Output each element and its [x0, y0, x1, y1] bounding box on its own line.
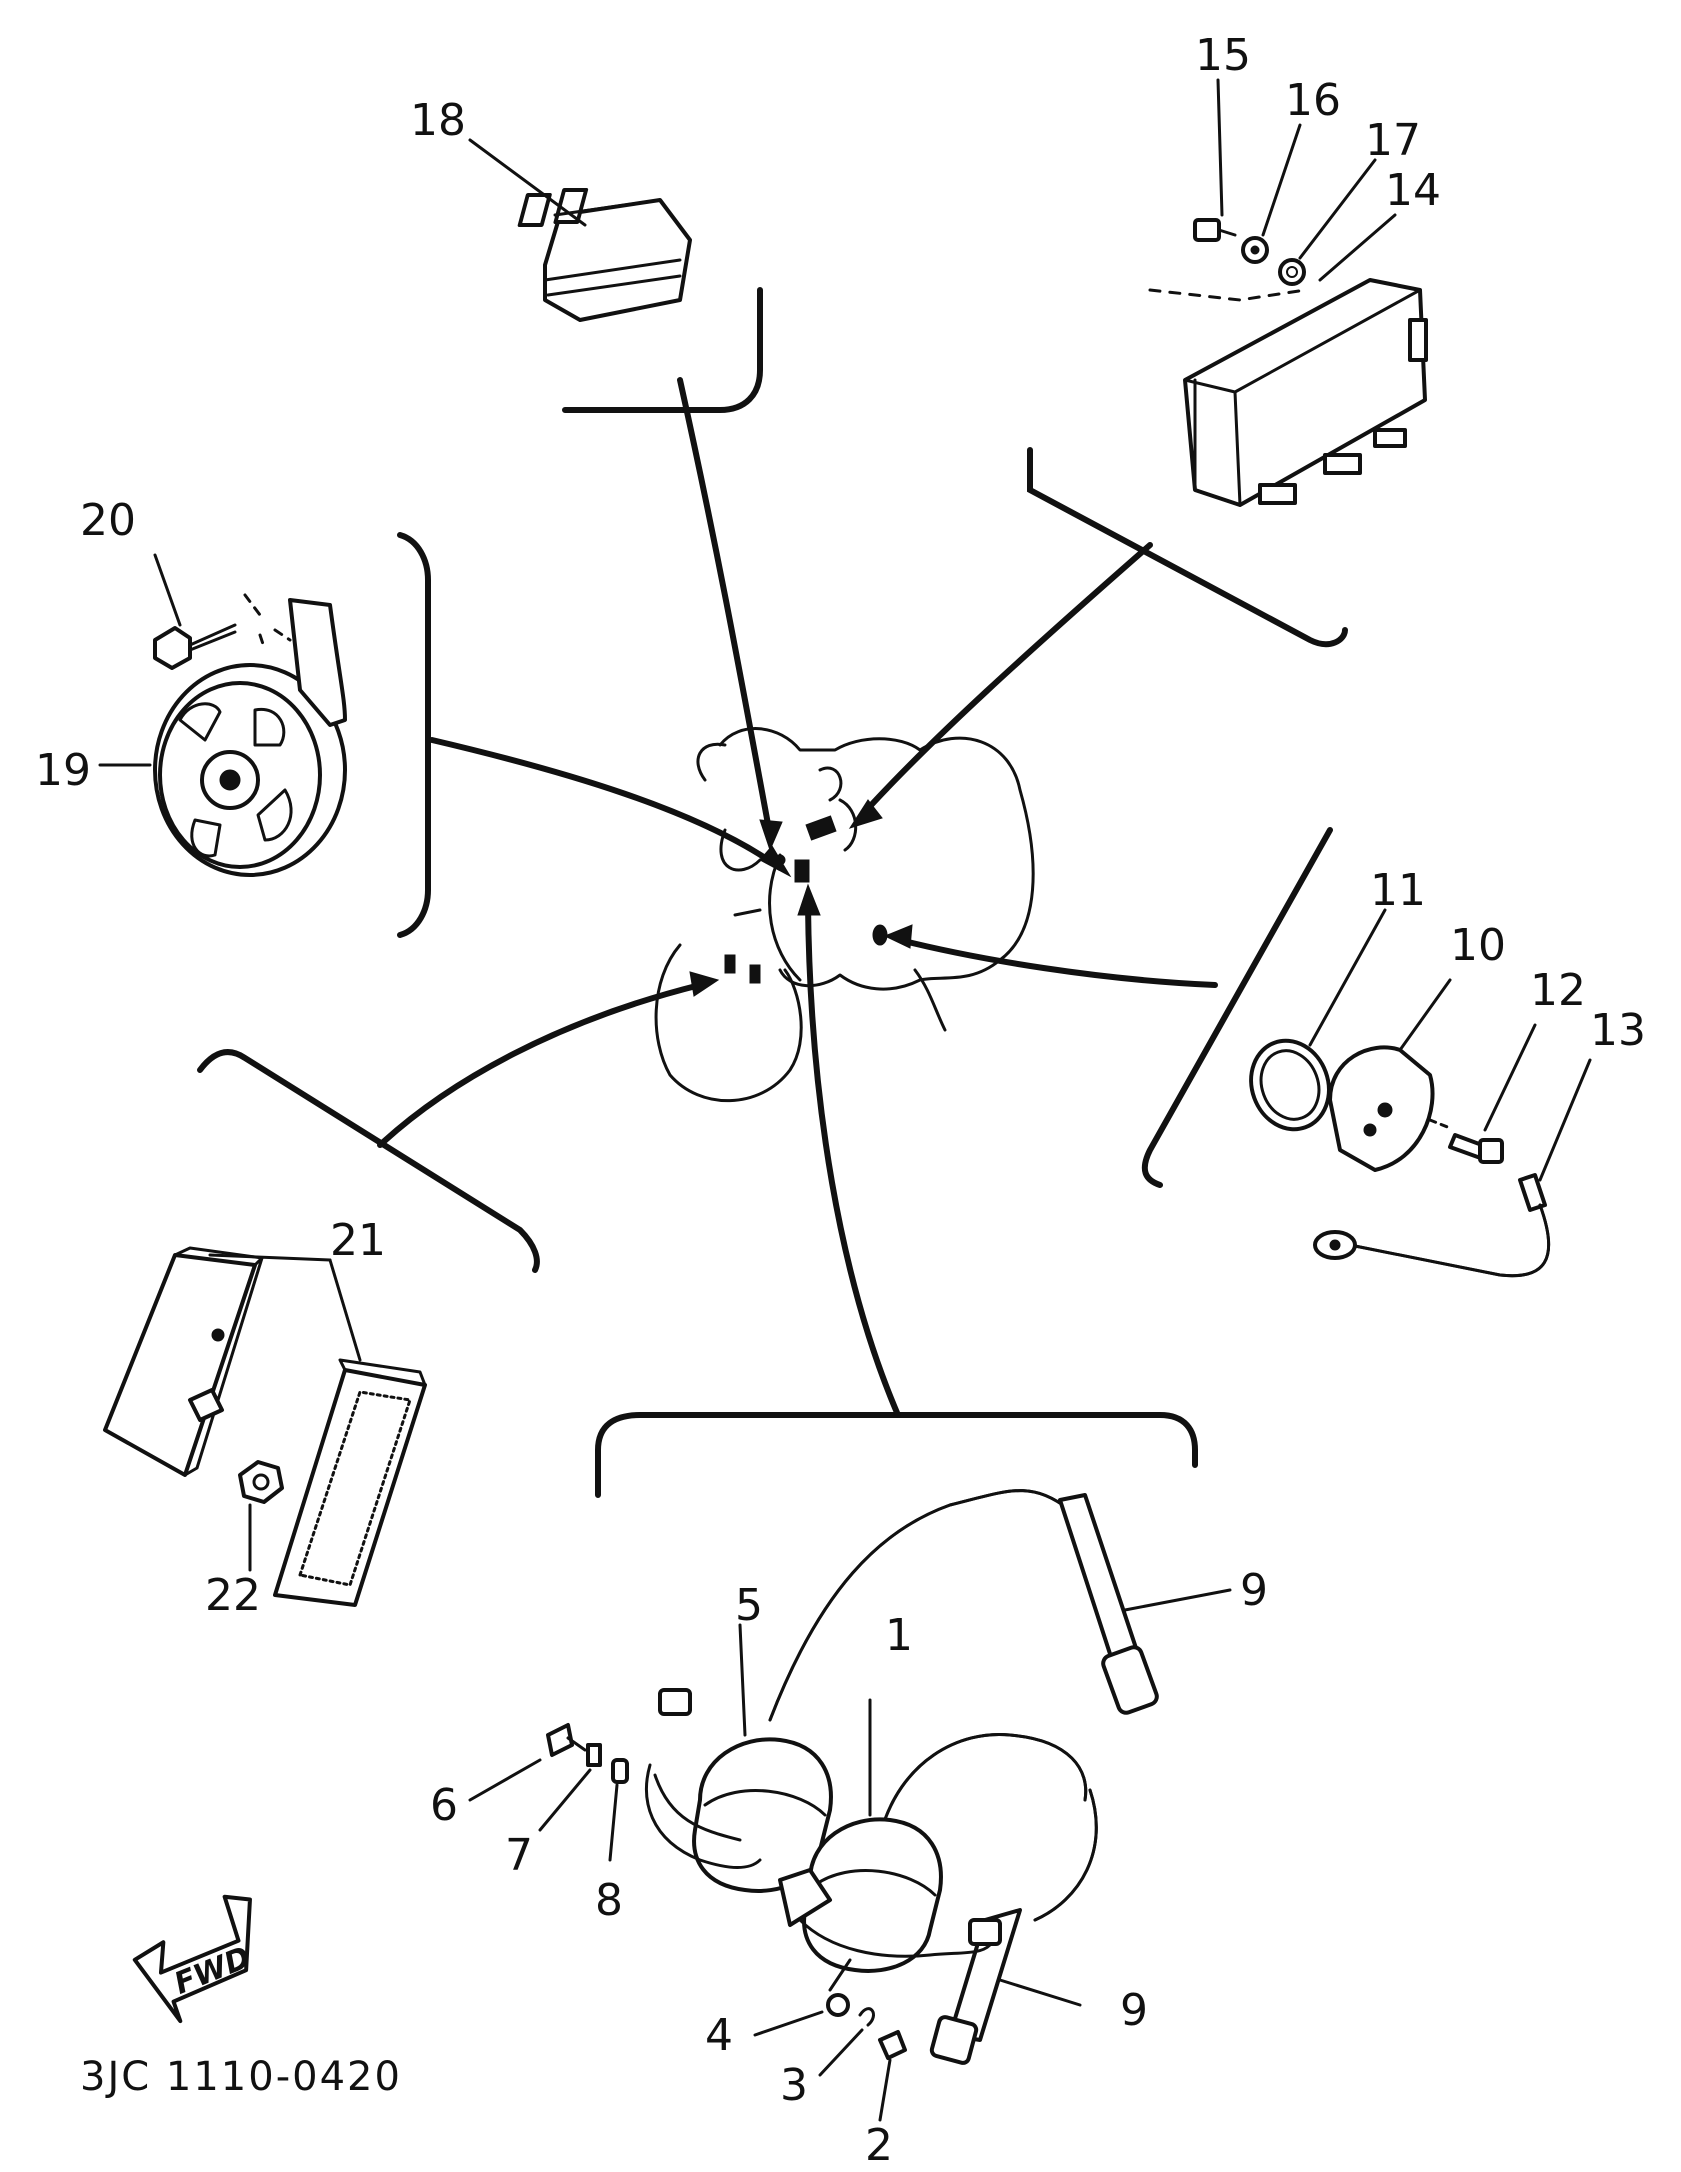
label-part-9-upper: 9	[1240, 1565, 1268, 1616]
bracket-horn	[397, 532, 431, 938]
label-part-2: 2	[865, 2120, 893, 2171]
bracket-igniter	[1027, 447, 1348, 648]
label-part-1: 1	[885, 1610, 913, 1661]
reflectors-21-22	[103, 1246, 427, 1607]
label-part-7: 7	[505, 1830, 533, 1881]
label-part-22: 22	[205, 1570, 261, 1621]
label-part-6: 6	[430, 1780, 458, 1831]
relay-18	[468, 138, 692, 322]
label-part-21: 21	[330, 1215, 386, 1266]
bracket-coil	[595, 1412, 1198, 1498]
motorcycle-outline	[654, 727, 1035, 1103]
bracket-relay	[562, 287, 763, 413]
label-part-8: 8	[595, 1875, 623, 1926]
label-part-18: 18	[410, 95, 466, 146]
label-part-17: 17	[1365, 115, 1421, 166]
label-part-16: 16	[1285, 75, 1341, 126]
label-part-10: 10	[1450, 920, 1506, 971]
sensor-10-13	[1249, 908, 1592, 1278]
label-part-15: 15	[1195, 30, 1251, 81]
label-part-12: 12	[1530, 965, 1586, 1016]
label-part-20: 20	[80, 495, 136, 546]
ignition-coils-1-9	[468, 1489, 1232, 2122]
label-part-4: 4	[705, 2010, 733, 2061]
bracket-sensor	[1141, 827, 1333, 1188]
horn-19	[98, 553, 347, 877]
label-part-19: 19	[35, 745, 91, 796]
drawing-code: 3JC 1110-0420	[80, 2054, 402, 2100]
igniter-14	[1148, 78, 1428, 507]
label-part-9-lower: 9	[1120, 1985, 1148, 2036]
label-part-11: 11	[1370, 865, 1426, 916]
label-part-13: 13	[1590, 1005, 1646, 1056]
label-part-3: 3	[780, 2060, 808, 2111]
label-part-14: 14	[1385, 165, 1441, 216]
label-part-5: 5	[735, 1580, 763, 1631]
part-number-labels: 1 2 3 4 5 6 7 8 9 9 10 11 12 13 14 15 16…	[35, 30, 1646, 2171]
group-brackets	[197, 287, 1348, 1498]
leader-arrows	[377, 377, 1218, 1418]
forward-arrow-icon: FWD	[132, 1894, 255, 2024]
